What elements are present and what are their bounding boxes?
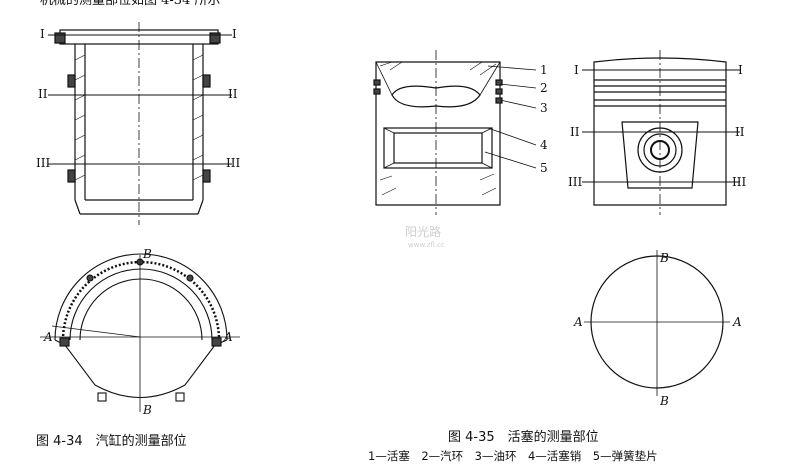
piston-diameter-A-right: A: [732, 315, 742, 329]
piston-section-lines: [582, 69, 740, 183]
diameter-label-A-left: A: [43, 330, 53, 344]
piston-cross-section: [373, 50, 537, 215]
diameter-label-A-right: A: [223, 330, 233, 344]
section-label-III-left: III: [36, 156, 50, 170]
figure-4-34-caption: 图 4-34 汽缸的测量部位: [36, 434, 187, 449]
watermark-line1: 阳光路: [405, 224, 441, 239]
piston-section-III-left: III: [568, 175, 582, 189]
section-label-I-right: I: [232, 27, 237, 41]
cylinder-top-view: [40, 253, 240, 412]
piston-diameter-A-left: A: [573, 315, 583, 329]
piston-section-III-right: III: [732, 175, 746, 189]
callout-4: 4: [540, 138, 548, 152]
figure-4-35-legend: 1—活塞 2—汽环 3—油环 4—活塞销 5—弹簧垫片: [368, 449, 658, 463]
piston-diameter-B-bottom: B: [659, 394, 669, 408]
cylinder-side-view: [54, 22, 221, 225]
callout-5: 5: [540, 161, 548, 175]
piston-section-I-right: I: [738, 63, 743, 77]
diameter-label-B-top: B: [142, 247, 152, 261]
diameter-label-B-bottom: B: [142, 403, 152, 417]
piston-top-view: [584, 250, 730, 396]
callout-1: 1: [540, 63, 548, 77]
section-label-I-left: I: [40, 27, 45, 41]
piston-section-I-left: I: [574, 63, 579, 77]
figure-4-35-caption: 图 4-35 活塞的测量部位: [448, 430, 599, 445]
cylinder-section-lines: [48, 34, 232, 165]
piston-section-II-left: II: [570, 125, 580, 139]
piston-diameter-B-top: B: [659, 251, 669, 265]
watermark-line2: www.zfl.cc: [408, 241, 445, 249]
section-label-III-right: III: [226, 156, 240, 170]
piston-side-view: [593, 50, 727, 215]
header-partial-text: 机械的测量部位如图 4-34 所示: [40, 0, 220, 8]
callout-2: 2: [540, 81, 548, 95]
section-label-II-left: II: [38, 87, 48, 101]
section-label-II-right: II: [228, 87, 238, 101]
piston-section-II-right: II: [735, 125, 745, 139]
callout-3: 3: [540, 101, 548, 115]
